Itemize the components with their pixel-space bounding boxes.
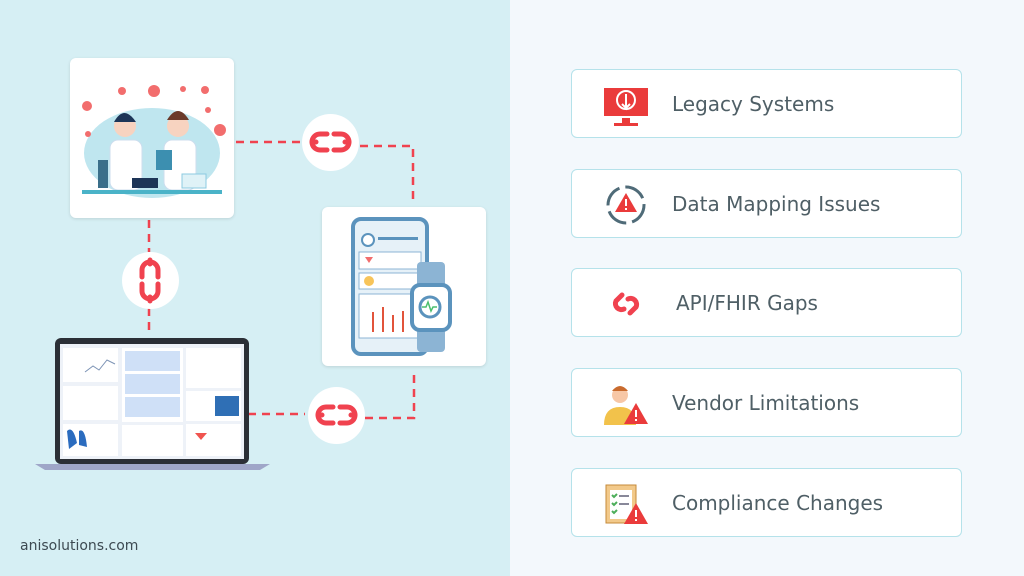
challenge-label: Legacy Systems	[672, 91, 835, 116]
broken-link-icon	[612, 292, 640, 316]
checklist-warning-icon	[605, 484, 648, 524]
challenge-label: API/FHIR Gaps	[676, 290, 818, 315]
scientists-lab-illustration	[70, 58, 234, 218]
scientists-icon	[82, 85, 226, 198]
laptop-ehr-dashboard-illustration	[35, 336, 270, 472]
person-warning-icon	[604, 386, 648, 425]
challenge-compliance-changes: Compliance Changes	[571, 468, 962, 537]
challenge-api-fhir-gaps: API/FHIR Gaps	[571, 268, 962, 337]
laptop-icon	[35, 338, 270, 470]
dashed-line	[360, 144, 415, 205]
broken-link-icon	[309, 131, 352, 153]
broken-link-icon	[315, 404, 358, 426]
broken-link-connector-3	[308, 387, 365, 444]
challenge-label: Compliance Changes	[672, 490, 884, 515]
dashed-line	[365, 370, 416, 420]
phone-smartwatch-health-illustration	[322, 207, 486, 366]
sync-warning-icon	[606, 185, 646, 225]
challenge-label: Data Mapping Issues	[672, 191, 881, 216]
challenge-legacy-systems: Legacy Systems	[571, 69, 962, 138]
challenge-vendor-limitations: Vendor Limitations	[571, 368, 962, 437]
broken-link-connector-1	[302, 114, 359, 171]
challenge-label: Vendor Limitations	[672, 390, 860, 415]
legacy-monitor-gear-icon	[604, 88, 648, 126]
brand-url: anisolutions.com	[20, 538, 139, 554]
phone-watch-icon	[351, 217, 452, 356]
connector-lines	[147, 140, 416, 420]
broken-link-icon	[139, 257, 161, 304]
challenge-data-mapping-issues: Data Mapping Issues	[571, 169, 962, 238]
broken-link-connector-2	[122, 252, 179, 309]
